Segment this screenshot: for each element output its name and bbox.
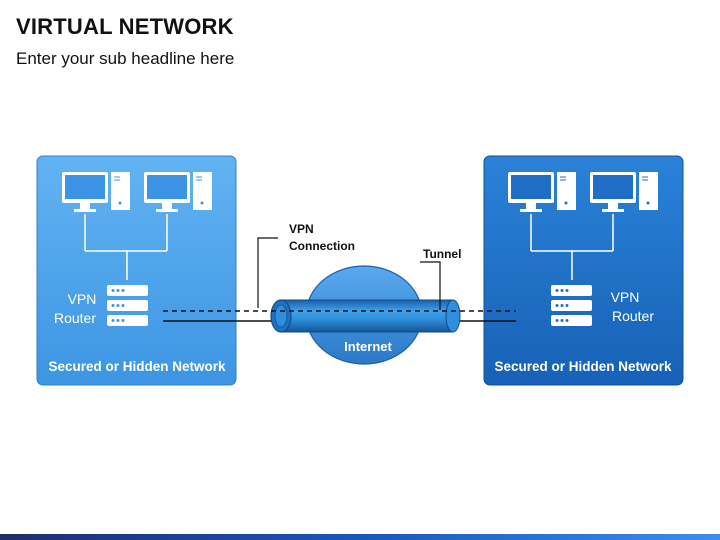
right-network-panel: [483, 155, 684, 386]
right-router-label-line2: Router: [612, 308, 654, 324]
vpn-tunnel: [270, 299, 461, 333]
left-network: VPN Router Secured or Hidden Network: [36, 155, 237, 386]
internet-label: Internet: [344, 339, 392, 354]
tower-computer-icon: [557, 172, 576, 210]
left-router-label-line2: Router: [54, 310, 96, 326]
tower-computer-icon: [639, 172, 658, 210]
left-network-panel: [36, 155, 237, 386]
vpn-connection-label-line1: VPN: [289, 222, 314, 236]
vpn-connection-label-line2: Connection: [289, 239, 355, 253]
right-network-links: [530, 214, 614, 280]
desktop-computer-icon: [62, 172, 108, 212]
tower-computer-icon: [193, 172, 212, 210]
tunnel-label: Tunnel: [423, 247, 461, 261]
footer-accent-bar: [0, 534, 720, 540]
page-subtitle: Enter your sub headline here: [16, 49, 235, 68]
right-network: VPN Router Secured or Hidden Network: [483, 155, 684, 386]
server-router-icon: [551, 285, 592, 326]
tunnel-callout: [420, 261, 441, 310]
left-network-links: [84, 214, 168, 280]
left-router-label-line1: VPN: [68, 291, 97, 307]
right-network-caption: Secured or Hidden Network: [494, 359, 672, 374]
server-router-icon: [107, 285, 148, 326]
tower-computer-icon: [111, 172, 130, 210]
desktop-computer-icon: [590, 172, 636, 212]
desktop-computer-icon: [508, 172, 554, 212]
vpn-connection-callout: [257, 237, 278, 308]
right-router-label-line1: VPN: [611, 289, 640, 305]
left-network-caption: Secured or Hidden Network: [48, 359, 226, 374]
desktop-computer-icon: [144, 172, 190, 212]
page-title: VIRTUAL NETWORK: [16, 14, 234, 39]
